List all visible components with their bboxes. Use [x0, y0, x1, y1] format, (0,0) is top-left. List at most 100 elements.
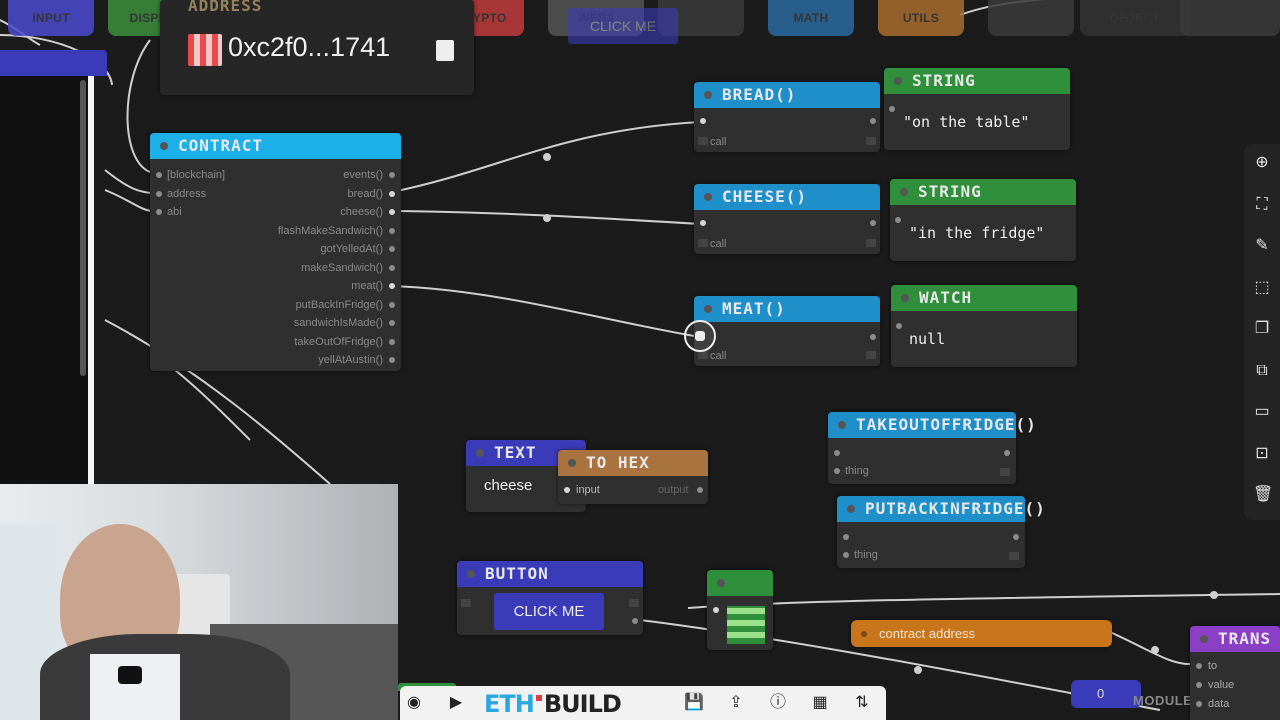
- click-me-button[interactable]: CLICK ME: [494, 593, 604, 630]
- contract-output-port[interactable]: [389, 190, 395, 197]
- meat-node[interactable]: MEAT() call: [694, 296, 880, 366]
- bread-node[interactable]: BREAD() call: [694, 82, 880, 152]
- contract-output-port[interactable]: [389, 283, 395, 289]
- putback-out-port[interactable]: [1009, 552, 1019, 560]
- string-1-port[interactable]: [889, 106, 895, 112]
- putback-node[interactable]: PUTBACKINFRIDGE() thing: [837, 496, 1045, 568]
- duplicate-icon[interactable]: ⧉: [1256, 361, 1268, 379]
- takeout-call-port[interactable]: [1004, 450, 1010, 456]
- watch-node[interactable]: WATCH null: [891, 285, 1077, 367]
- contract-address-port[interactable]: [861, 631, 867, 637]
- category-tab-string[interactable]: STRING: [988, 0, 1074, 36]
- cheese-output-port[interactable]: [866, 239, 876, 247]
- info-icon[interactable]: ⓘ: [769, 694, 786, 711]
- eye-icon[interactable]: ◉: [407, 694, 421, 711]
- bread-node-header[interactable]: BREAD(): [694, 82, 880, 108]
- string-node-1[interactable]: STRING "on the table": [884, 68, 1070, 150]
- button-node-header[interactable]: BUTTON: [457, 561, 643, 587]
- takeout-out-port[interactable]: [1000, 468, 1010, 476]
- string-node-2[interactable]: STRING "in the fridge": [890, 179, 1076, 261]
- upload-icon[interactable]: ⇪: [729, 694, 743, 711]
- left-node-header[interactable]: [0, 50, 107, 76]
- transaction-slot-port[interactable]: [1196, 701, 1202, 707]
- bread-output-port[interactable]: [866, 137, 876, 145]
- string-node-1-header[interactable]: STRING: [884, 68, 1070, 94]
- transaction-slot-port[interactable]: [1196, 663, 1202, 669]
- putback-call-port[interactable]: [1013, 534, 1019, 540]
- edit-icon[interactable]: ✎: [1255, 237, 1269, 254]
- number-node[interactable]: 0: [1071, 680, 1141, 708]
- category-tab-utils[interactable]: UTILS: [878, 0, 964, 36]
- modules-label[interactable]: MODULES: [1133, 693, 1202, 708]
- qr-icon[interactable]: ▦: [812, 694, 828, 711]
- tohex-input-port[interactable]: [564, 487, 570, 493]
- button-port-out[interactable]: [629, 599, 639, 607]
- address-node[interactable]: ADDRESS 0xc2f0...1741: [160, 0, 474, 95]
- contract-output-port[interactable]: [389, 357, 395, 363]
- contract-output-port[interactable]: [389, 320, 395, 326]
- play-icon[interactable]: ▶: [449, 694, 463, 711]
- copy-icon[interactable]: ❐: [1254, 320, 1270, 337]
- category-tab-input[interactable]: INPUT: [8, 0, 94, 36]
- meat-output-port[interactable]: [866, 351, 876, 359]
- takeout-port-2[interactable]: [834, 468, 840, 474]
- putback-port-2[interactable]: [843, 552, 849, 558]
- copy-address-icon[interactable]: [436, 40, 454, 61]
- select-icon[interactable]: ⬚: [1254, 278, 1270, 296]
- contract-output-port[interactable]: [389, 209, 395, 215]
- contract-output-port[interactable]: [389, 264, 395, 271]
- bread-call-port[interactable]: [698, 137, 708, 145]
- string-2-port[interactable]: [895, 217, 901, 223]
- add-icon[interactable]: ⊕: [1255, 154, 1269, 171]
- cheese-call-port[interactable]: [698, 239, 708, 247]
- top-click-me-button[interactable]: CLICK ME: [568, 8, 678, 44]
- save-icon[interactable]: 💾: [684, 694, 704, 711]
- takeout-node-header[interactable]: TAKEOUTOFFRIDGE(): [828, 412, 1036, 438]
- meat-out-port[interactable]: [870, 334, 876, 340]
- left-scrollbar[interactable]: [80, 80, 86, 376]
- comment-icon[interactable]: ▭: [1254, 403, 1270, 420]
- blockie-node[interactable]: [707, 570, 773, 650]
- trash-icon[interactable]: 🗑: [1253, 486, 1274, 503]
- fullscreen-icon[interactable]: ⛶: [1256, 195, 1268, 213]
- putback-node-header[interactable]: PUTBACKINFRIDGE(): [837, 496, 1045, 522]
- bread-out-port[interactable]: [870, 118, 876, 124]
- blockie-input-port[interactable]: [713, 607, 719, 613]
- contract-input-port[interactable]: [156, 190, 162, 197]
- tohex-output-port[interactable]: [697, 487, 703, 493]
- transaction-node-header[interactable]: TRANS: [1190, 626, 1280, 652]
- cheese-input-port[interactable]: [700, 220, 706, 226]
- contract-input-port[interactable]: [156, 172, 162, 178]
- category-tab-object[interactable]: OBJECT: [1080, 0, 1190, 36]
- putback-port-1[interactable]: [843, 534, 849, 540]
- contract-output-port[interactable]: [389, 338, 395, 345]
- takeout-node[interactable]: TAKEOUTOFFRIDGE() thing: [828, 412, 1036, 484]
- contract-output-port[interactable]: [389, 172, 395, 178]
- button-node[interactable]: BUTTON CLICK ME: [457, 561, 643, 635]
- contract-output-port[interactable]: [389, 227, 395, 234]
- ethbuild-logo[interactable]: ETH BUILD: [484, 690, 622, 718]
- transaction-slot-port[interactable]: [1196, 682, 1202, 688]
- category-tab-system[interactable]: SYSTEM: [1180, 0, 1280, 36]
- button-out-dot[interactable]: [632, 618, 638, 624]
- meat-node-header[interactable]: MEAT(): [694, 296, 880, 322]
- text-node-value[interactable]: cheese: [484, 477, 533, 494]
- sort-icon[interactable]: ⇅: [855, 694, 869, 711]
- contract-node-header[interactable]: CONTRACT: [150, 133, 401, 159]
- contract-input-port[interactable]: [156, 209, 162, 215]
- string-node-2-header[interactable]: STRING: [890, 179, 1076, 205]
- meat-call-port[interactable]: [698, 351, 708, 359]
- group-icon[interactable]: ⊡: [1255, 444, 1269, 462]
- button-port-in[interactable]: [461, 599, 471, 607]
- watch-node-header[interactable]: WATCH: [891, 285, 1077, 311]
- tohex-node-header[interactable]: TO HEX: [558, 450, 708, 476]
- bread-input-port[interactable]: [700, 118, 706, 124]
- contract-output-port[interactable]: [389, 301, 395, 308]
- tohex-node[interactable]: TO HEX input output: [558, 450, 708, 504]
- contract-address-node[interactable]: contract address: [851, 620, 1112, 647]
- blockie-node-header[interactable]: [707, 570, 773, 596]
- takeout-port-1[interactable]: [834, 450, 840, 456]
